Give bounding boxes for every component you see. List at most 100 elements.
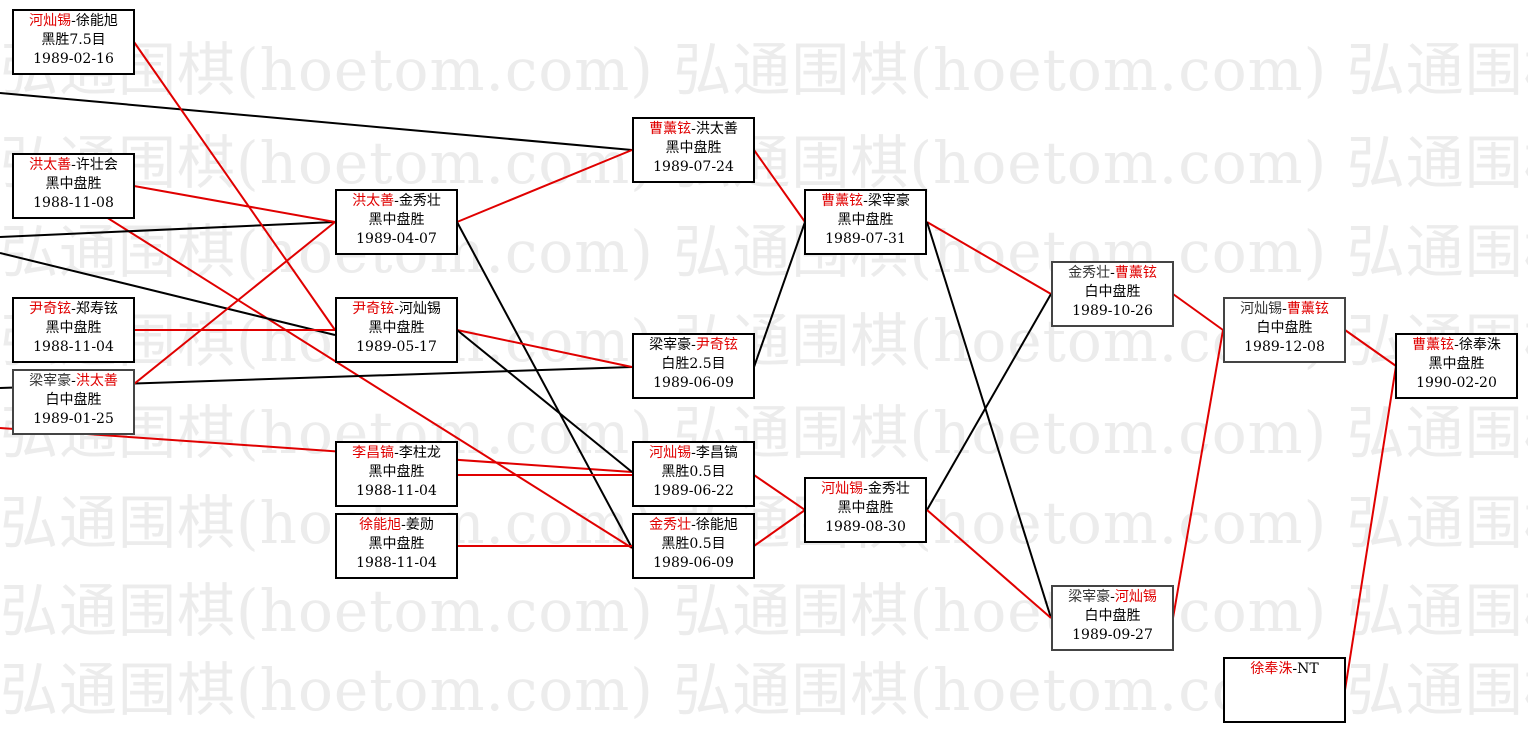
match-date: 1988-11-04 <box>33 339 114 355</box>
player-loser: 河灿锡 <box>398 301 441 317</box>
bracket-line <box>926 293 1052 511</box>
player-winner: 洪太善 <box>29 157 72 173</box>
player-loser: 徐能旭 <box>75 13 118 29</box>
player-winner: 洪太善 <box>352 193 395 209</box>
match-box: 河灿锡-曹薰铉 白中盘胜 1989-12-08 <box>1223 297 1346 363</box>
player-winner: 曹薰铉 <box>821 193 864 209</box>
bracket-line <box>1172 293 1224 331</box>
player-loser: 徐奉洙 <box>1458 337 1501 353</box>
player-loser: 梁宰豪 <box>29 373 72 389</box>
player-winner: 金秀壮 <box>649 517 692 533</box>
match-box: 金秀壮-曹薰铉 白中盘胜 1989-10-26 <box>1051 261 1174 327</box>
bracket-line <box>753 149 806 223</box>
match-result: 黑胜7.5目 <box>41 32 106 48</box>
player-loser: 梁宰豪 <box>867 193 910 209</box>
match-box: 曹薰铉-梁宰豪 黑中盘胜 1989-07-31 <box>804 189 927 255</box>
match-box: 徐奉洙-NT <box>1223 657 1346 723</box>
player-winner: 河灿锡 <box>1114 589 1157 605</box>
player-winner: 曹薰铉 <box>1114 265 1157 281</box>
bracket-line <box>926 509 1052 619</box>
bracket-line <box>456 329 633 473</box>
match-box: 曹薰铉-洪太善 黑中盘胜 1989-07-24 <box>632 117 755 183</box>
match-result: 黑中盘胜 <box>368 464 425 480</box>
player-loser: 许壮会 <box>75 157 118 173</box>
match-date: 1989-12-08 <box>1244 339 1325 355</box>
player-loser: 洪太善 <box>695 121 738 137</box>
match-box: 河灿锡-徐能旭 黑胜7.5目 1989-02-16 <box>12 9 135 75</box>
match-box: 河灿锡-李昌镐 黑胜0.5目 1989-06-22 <box>632 441 755 507</box>
player-loser: 梁宰豪 <box>1068 589 1111 605</box>
player-loser: 李柱龙 <box>398 445 441 461</box>
player-loser: 河灿锡 <box>1240 301 1283 317</box>
player-loser: 郑寿铉 <box>75 301 118 317</box>
match-box: 梁宰豪-尹奇铉 白胜2.5目 1989-06-09 <box>632 333 755 399</box>
player-loser: 李昌镐 <box>695 445 738 461</box>
bracket-line <box>456 329 633 368</box>
match-date: 1989-02-16 <box>33 51 114 67</box>
player-loser: 金秀壮 <box>1068 265 1111 281</box>
match-result: 黑胜0.5目 <box>661 464 726 480</box>
match-box: 徐能旭-姜勋 黑中盘胜 1988-11-04 <box>335 513 458 579</box>
match-box: 洪太善-金秀壮 黑中盘胜 1989-04-07 <box>335 189 458 255</box>
player-winner: 李昌镐 <box>352 445 395 461</box>
bracket-line <box>0 221 336 238</box>
bracket-line <box>0 427 633 473</box>
player-winner: 曹薰铉 <box>649 121 692 137</box>
match-result: 白中盘胜 <box>45 392 102 408</box>
match-result: 黑中盘胜 <box>837 212 894 228</box>
match-result: 白中盘胜 <box>1084 608 1141 624</box>
bracket-line <box>1344 329 1397 367</box>
bracket-line <box>753 509 806 547</box>
player-winner: 河灿锡 <box>29 13 72 29</box>
match-result: 黑胜0.5目 <box>661 536 726 552</box>
player-loser: 金秀壮 <box>867 481 910 497</box>
player-loser: 梁宰豪 <box>649 337 692 353</box>
match-result: 黑中盘胜 <box>1428 356 1485 372</box>
bracket-line <box>1344 365 1397 691</box>
bracket-line <box>456 221 633 549</box>
match-date: 1989-06-22 <box>653 483 734 499</box>
player-winner: 尹奇铉 <box>29 301 72 317</box>
match-result: 黑中盘胜 <box>665 140 722 156</box>
match-result: 黑中盘胜 <box>368 536 425 552</box>
match-date: 1989-06-09 <box>653 375 734 391</box>
player-winner: 徐奉洙 <box>1250 661 1293 677</box>
player-winner: 曹薰铉 <box>1412 337 1455 353</box>
match-result: 白中盘胜 <box>1084 284 1141 300</box>
match-result: 黑中盘胜 <box>45 320 102 336</box>
match-date: 1989-10-26 <box>1072 303 1153 319</box>
bracket-line <box>456 149 633 223</box>
match-box: 河灿锡-金秀壮 黑中盘胜 1989-08-30 <box>804 477 927 543</box>
match-date: 1989-07-31 <box>825 231 906 247</box>
match-result: 黑中盘胜 <box>45 176 102 192</box>
match-result: 黑中盘胜 <box>368 320 425 336</box>
player-winner: 尹奇铉 <box>695 337 738 353</box>
match-box-final: 曹薰铉-徐奉洙 黑中盘胜 1990-02-20 <box>1395 333 1518 399</box>
match-result: 白胜2.5目 <box>661 356 726 372</box>
match-box: 梁宰豪-洪太善 白中盘胜 1989-01-25 <box>12 369 135 435</box>
player-loser: 姜勋 <box>405 517 434 533</box>
match-date: 1989-05-17 <box>356 339 437 355</box>
player-loser: 徐能旭 <box>695 517 738 533</box>
match-date: 1990-02-20 <box>1416 375 1497 391</box>
match-box: 李昌镐-李柱龙 黑中盘胜 1988-11-04 <box>335 441 458 507</box>
match-date: 1988-11-04 <box>356 483 437 499</box>
bracket-line <box>0 92 633 151</box>
match-result: 黑中盘胜 <box>837 500 894 516</box>
match-date: 1988-11-04 <box>356 555 437 571</box>
bracket-line <box>1172 329 1224 619</box>
match-date: 1989-01-25 <box>33 411 114 427</box>
bracket-line <box>926 221 1052 619</box>
player-loser: NT <box>1297 661 1319 677</box>
match-date: 1988-11-08 <box>33 195 114 211</box>
player-winner: 曹薰铉 <box>1286 301 1329 317</box>
player-winner: 河灿锡 <box>649 445 692 461</box>
bracket-line <box>753 474 806 511</box>
bracket-line <box>133 185 336 223</box>
match-result: 白中盘胜 <box>1256 320 1313 336</box>
match-box: 金秀壮-徐能旭 黑胜0.5目 1989-06-09 <box>632 513 755 579</box>
bracket-line <box>926 221 1052 295</box>
bracket-line <box>0 252 336 336</box>
match-date: 1989-08-30 <box>825 519 906 535</box>
match-date: 1989-04-07 <box>356 231 437 247</box>
